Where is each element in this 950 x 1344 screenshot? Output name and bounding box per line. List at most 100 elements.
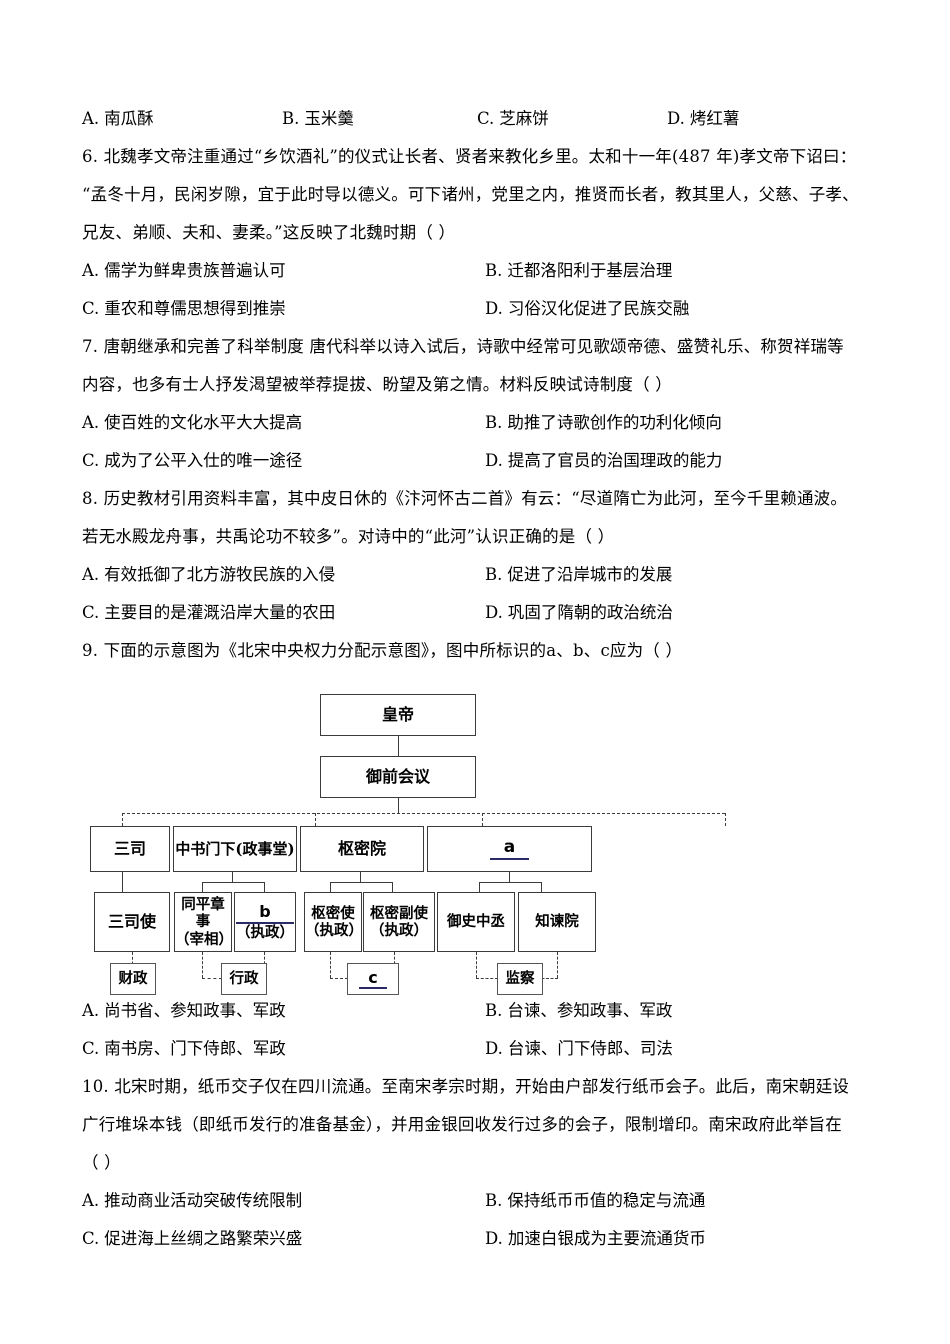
q7-option-d-label: D.: [485, 451, 503, 470]
q10-options-row-1: A.推动商业活动突破传统限制 B.保持纸币币值的稳定与流通: [82, 1182, 872, 1220]
diagram-box-zhijianyuan: 知谏院: [518, 892, 596, 952]
q8-option-d-text: 巩固了隋朝的政治统治: [507, 603, 673, 622]
q5-option-b[interactable]: B.玉米羹: [282, 100, 477, 138]
q7-option-b-text: 助推了诗歌创作的功利化倾向: [507, 413, 722, 432]
diagram-box-tongpingzhangshi-line2: （宰相）: [175, 930, 233, 948]
q6-option-a[interactable]: A.儒学为鲜卑贵族普遍认可: [82, 252, 485, 290]
q10-stem-line-1: 10. 北宋时期，纸币交子仅在四川流通。至南宋孝宗时期，开始由户部发行纸币会子。…: [82, 1068, 872, 1106]
q5-option-b-label: B.: [282, 109, 300, 128]
q9-stem-line-1: 9. 下面的示意图为《北宋中央权力分配示意图》，图中所标识的a、b、c应为（ ）: [82, 632, 872, 670]
q8-option-d-label: D.: [485, 603, 503, 622]
q10-option-a-text: 推动商业活动突破传统限制: [104, 1191, 303, 1210]
q8-option-d[interactable]: D.巩固了隋朝的政治统治: [485, 594, 673, 632]
q9-stem-text-1: 下面的示意图为《北宋中央权力分配示意图》，图中所标识的a、b、c应为（ ）: [103, 641, 683, 660]
q10-options-row-2: C.促进海上丝绸之路繁荣兴盛 D.加速白银成为主要流通货币: [82, 1220, 872, 1258]
q6-option-a-label: A.: [82, 261, 100, 280]
q9-stem: 9. 下面的示意图为《北宋中央权力分配示意图》，图中所标识的a、b、c应为（ ）: [82, 632, 872, 670]
q7-stem-line-2: 内容，也多有士人抒发渴望被举荐提拔、盼望及第之情。材料反映试诗制度（ ）: [82, 375, 672, 394]
connector-to-shumifushi: [392, 882, 393, 892]
q5-option-c[interactable]: C.芝麻饼: [477, 100, 667, 138]
q7-number: 7.: [82, 337, 99, 356]
q7-option-c[interactable]: C.成为了公平入仕的唯一途径: [82, 442, 485, 480]
connector-emperor-council: [398, 736, 399, 756]
diagram-box-shumishi-line2: （执政）: [305, 922, 363, 939]
q5-option-d[interactable]: D.烤红薯: [667, 100, 787, 138]
diagram-box-blank-c: c: [347, 963, 399, 995]
q8-option-a[interactable]: A.有效抵御了北方游牧民族的入侵: [82, 556, 485, 594]
diagram-box-zhijianyuan-line1: 知谏院: [535, 912, 579, 930]
q9-option-a[interactable]: A.尚书省、参知政事、军政: [82, 992, 485, 1030]
q6-option-d[interactable]: D.习俗汉化促进了民族交融: [485, 290, 689, 328]
q7-option-b-label: B.: [485, 413, 503, 432]
connector-jiancha-right: [537, 978, 558, 979]
q8-option-b[interactable]: B.促进了沿岸城市的发展: [485, 556, 672, 594]
q6-option-b-label: B.: [485, 261, 503, 280]
diagram-box-xingzheng: 行政: [221, 963, 267, 995]
connector-zhongshumenxia-bracket: [202, 882, 264, 883]
q5-option-a-label: A.: [82, 109, 100, 128]
q8-option-a-label: A.: [82, 565, 100, 584]
q5-option-a[interactable]: A.南瓜酥: [82, 100, 282, 138]
q10-stem-line-3: （ ）: [82, 1153, 121, 1172]
q9-option-d[interactable]: D.台谏、门下侍郎、司法: [485, 1030, 673, 1068]
q7-options-row-2: C.成为了公平入仕的唯一途径 D.提高了官员的治国理政的能力: [82, 442, 872, 480]
connector-bus-to-blank-a: [725, 813, 726, 826]
q6-option-d-label: D.: [485, 299, 503, 318]
q6-options-row-2: C.重农和尊儒思想得到推崇 D.习俗汉化促进了民族交融: [82, 290, 872, 328]
diagram-box-blank-b: b （执政）: [234, 892, 296, 952]
q6-option-b[interactable]: B.迁都洛阳利于基层治理: [485, 252, 672, 290]
song-central-power-diagram: 皇帝 御前会议 三司 中书门下(政事堂) 枢密院 a: [82, 676, 872, 995]
q9-option-c-label: C.: [82, 1039, 100, 1058]
diagram-box-shumiyuan: 枢密院: [300, 826, 424, 872]
q10-option-b[interactable]: B.保持纸币币值的稳定与流通: [485, 1182, 705, 1220]
q6-option-c[interactable]: C.重农和尊儒思想得到推崇: [82, 290, 485, 328]
q8-option-b-label: B.: [485, 565, 503, 584]
connector-tongpingzhangshi-down: [202, 952, 203, 978]
q7-stem: 7. 唐朝继承和完善了科举制度 唐代科举以诗入试后，诗歌中经常可见歌颂帝德、盛赞…: [82, 328, 872, 404]
q8-option-c-label: C.: [82, 603, 100, 622]
connector-blank-a-bracket: [479, 882, 541, 883]
q5-options-row: A.南瓜酥 B.玉米羹 C.芝麻饼 D.烤红薯: [82, 100, 872, 138]
diagram-blank-a-value: a: [489, 837, 530, 861]
q6-stem-line-2: “孟冬十月，民闲岁隙，宜于此时导以德义。可下诸州，党里之内，推贤而长者，教其里人…: [82, 185, 859, 204]
q8-stem: 8. 历史教材引用资料丰富，其中皮日休的《汴河怀古二首》有云：“尽道隋亡为此河，…: [82, 480, 872, 556]
q7-option-b[interactable]: B.助推了诗歌创作的功利化倾向: [485, 404, 722, 442]
q5-option-d-label: D.: [667, 109, 685, 128]
connector-blank-a-down: [509, 872, 510, 882]
q5-option-a-text: 南瓜酥: [104, 109, 154, 128]
connector-bus-to-sansi: [122, 813, 123, 826]
q8-option-c[interactable]: C.主要目的是灌溉沿岸大量的农田: [82, 594, 485, 632]
q10-option-c[interactable]: C.促进海上丝绸之路繁荣兴盛: [82, 1220, 485, 1258]
q6-option-c-text: 重农和尊儒思想得到推崇: [104, 299, 286, 318]
connector-zhongshumenxia-down: [232, 872, 233, 882]
q9-option-c[interactable]: C.南书房、门下侍郎、军政: [82, 1030, 485, 1068]
q10-option-d[interactable]: D.加速白银成为主要流通货币: [485, 1220, 706, 1258]
diagram-box-tongpingzhangshi-line1: 同平章事: [181, 896, 225, 931]
diagram-box-council: 御前会议: [320, 756, 476, 798]
q9-option-b[interactable]: B.台谏、参知政事、军政: [485, 992, 672, 1030]
connector-yushizhongcheng-down: [476, 952, 477, 978]
connector-council-bus: [398, 798, 399, 813]
connector-to-tongpingzhangshi: [202, 882, 203, 892]
q9-option-c-text: 南书房、门下侍郎、军政: [104, 1039, 286, 1058]
diagram-box-emperor: 皇帝: [320, 694, 476, 736]
q8-number: 8.: [82, 489, 99, 508]
q7-option-a[interactable]: A.使百姓的文化水平大大提高: [82, 404, 485, 442]
q10-option-c-label: C.: [82, 1229, 100, 1248]
q8-stem-line-2: 若无水殿龙舟事，共禹论功不较多”。对诗中的“此河”认识正确的是（ ）: [82, 527, 615, 546]
connector-bus-to-zhongshumenxia: [315, 813, 316, 826]
diagram-box-tongpingzhangshi: 同平章事 （宰相）: [174, 892, 233, 952]
q8-stem-line-1: 8. 历史教材引用资料丰富，其中皮日休的《汴河怀古二首》有云：“尽道隋亡为此河，…: [82, 480, 872, 518]
connector-sansi-sansishi: [122, 872, 123, 892]
diagram-box-shumifushi: 枢密副使 （执政）: [363, 892, 435, 952]
q9-option-a-label: A.: [82, 1001, 100, 1020]
q9-option-b-label: B.: [485, 1001, 503, 1020]
q6-stem: 6. 北魏孝文帝注重通过“乡饮酒礼”的仪式让长者、贤者来教化乡里。太和十一年(4…: [82, 138, 872, 252]
diagram-box-blank-a: a: [427, 826, 592, 872]
q9-option-d-text: 台谏、门下侍郎、司法: [507, 1039, 673, 1058]
q7-option-d[interactable]: D.提高了官员的治国理政的能力: [485, 442, 722, 480]
diagram-box-shumifushi-line1: 枢密副使: [370, 904, 428, 922]
q8-options-row-1: A.有效抵御了北方游牧民族的入侵 B.促进了沿岸城市的发展: [82, 556, 872, 594]
q10-option-a[interactable]: A.推动商业活动突破传统限制: [82, 1182, 485, 1220]
